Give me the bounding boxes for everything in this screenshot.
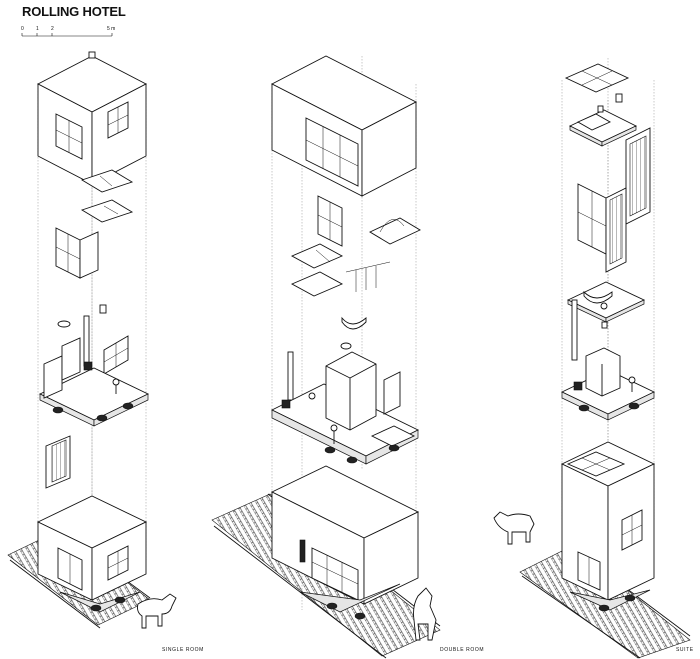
- single-roof-module: [37, 51, 147, 185]
- goat-illustration: [413, 587, 437, 641]
- double-exploded-panels: [287, 195, 421, 401]
- suite-assembly: [493, 58, 691, 659]
- cow-illustration: [137, 593, 177, 629]
- single-base-module: [36, 495, 148, 613]
- single-room-assembly: [7, 51, 177, 629]
- double-base-module: [270, 465, 420, 620]
- suite-roof-skylight: [564, 63, 630, 103]
- double-room-assembly: [211, 55, 441, 659]
- drawing-title: ROLLING HOTEL: [22, 4, 126, 19]
- suite-upper-floor: [568, 105, 638, 147]
- scale-tick-0: 0: [21, 26, 24, 32]
- suite-lower-floor: [560, 347, 656, 421]
- scale-tick-2: 2: [51, 26, 54, 32]
- single-door-panel: [45, 435, 71, 489]
- scale-tick-1: 1: [36, 26, 39, 32]
- scale-tick-5m: 5 m: [107, 26, 116, 32]
- single-floor-platform: [38, 337, 150, 427]
- double-roof-module: [271, 55, 417, 197]
- double-floor-platform: [270, 351, 420, 465]
- single-exploded-panels: [55, 169, 134, 375]
- caption-double-room: DOUBLE ROOM: [440, 647, 485, 653]
- suite-facade-panels: [577, 127, 651, 273]
- suite-base-module: [560, 441, 656, 612]
- cow-illustration-suite: [493, 511, 535, 545]
- suite-bathroom-floor: [566, 281, 646, 361]
- scale-bar: 0 1 2 5 m: [14, 22, 134, 48]
- caption-suite: SUITE: [676, 647, 694, 653]
- caption-single-room: SINGLE ROOM: [162, 647, 204, 653]
